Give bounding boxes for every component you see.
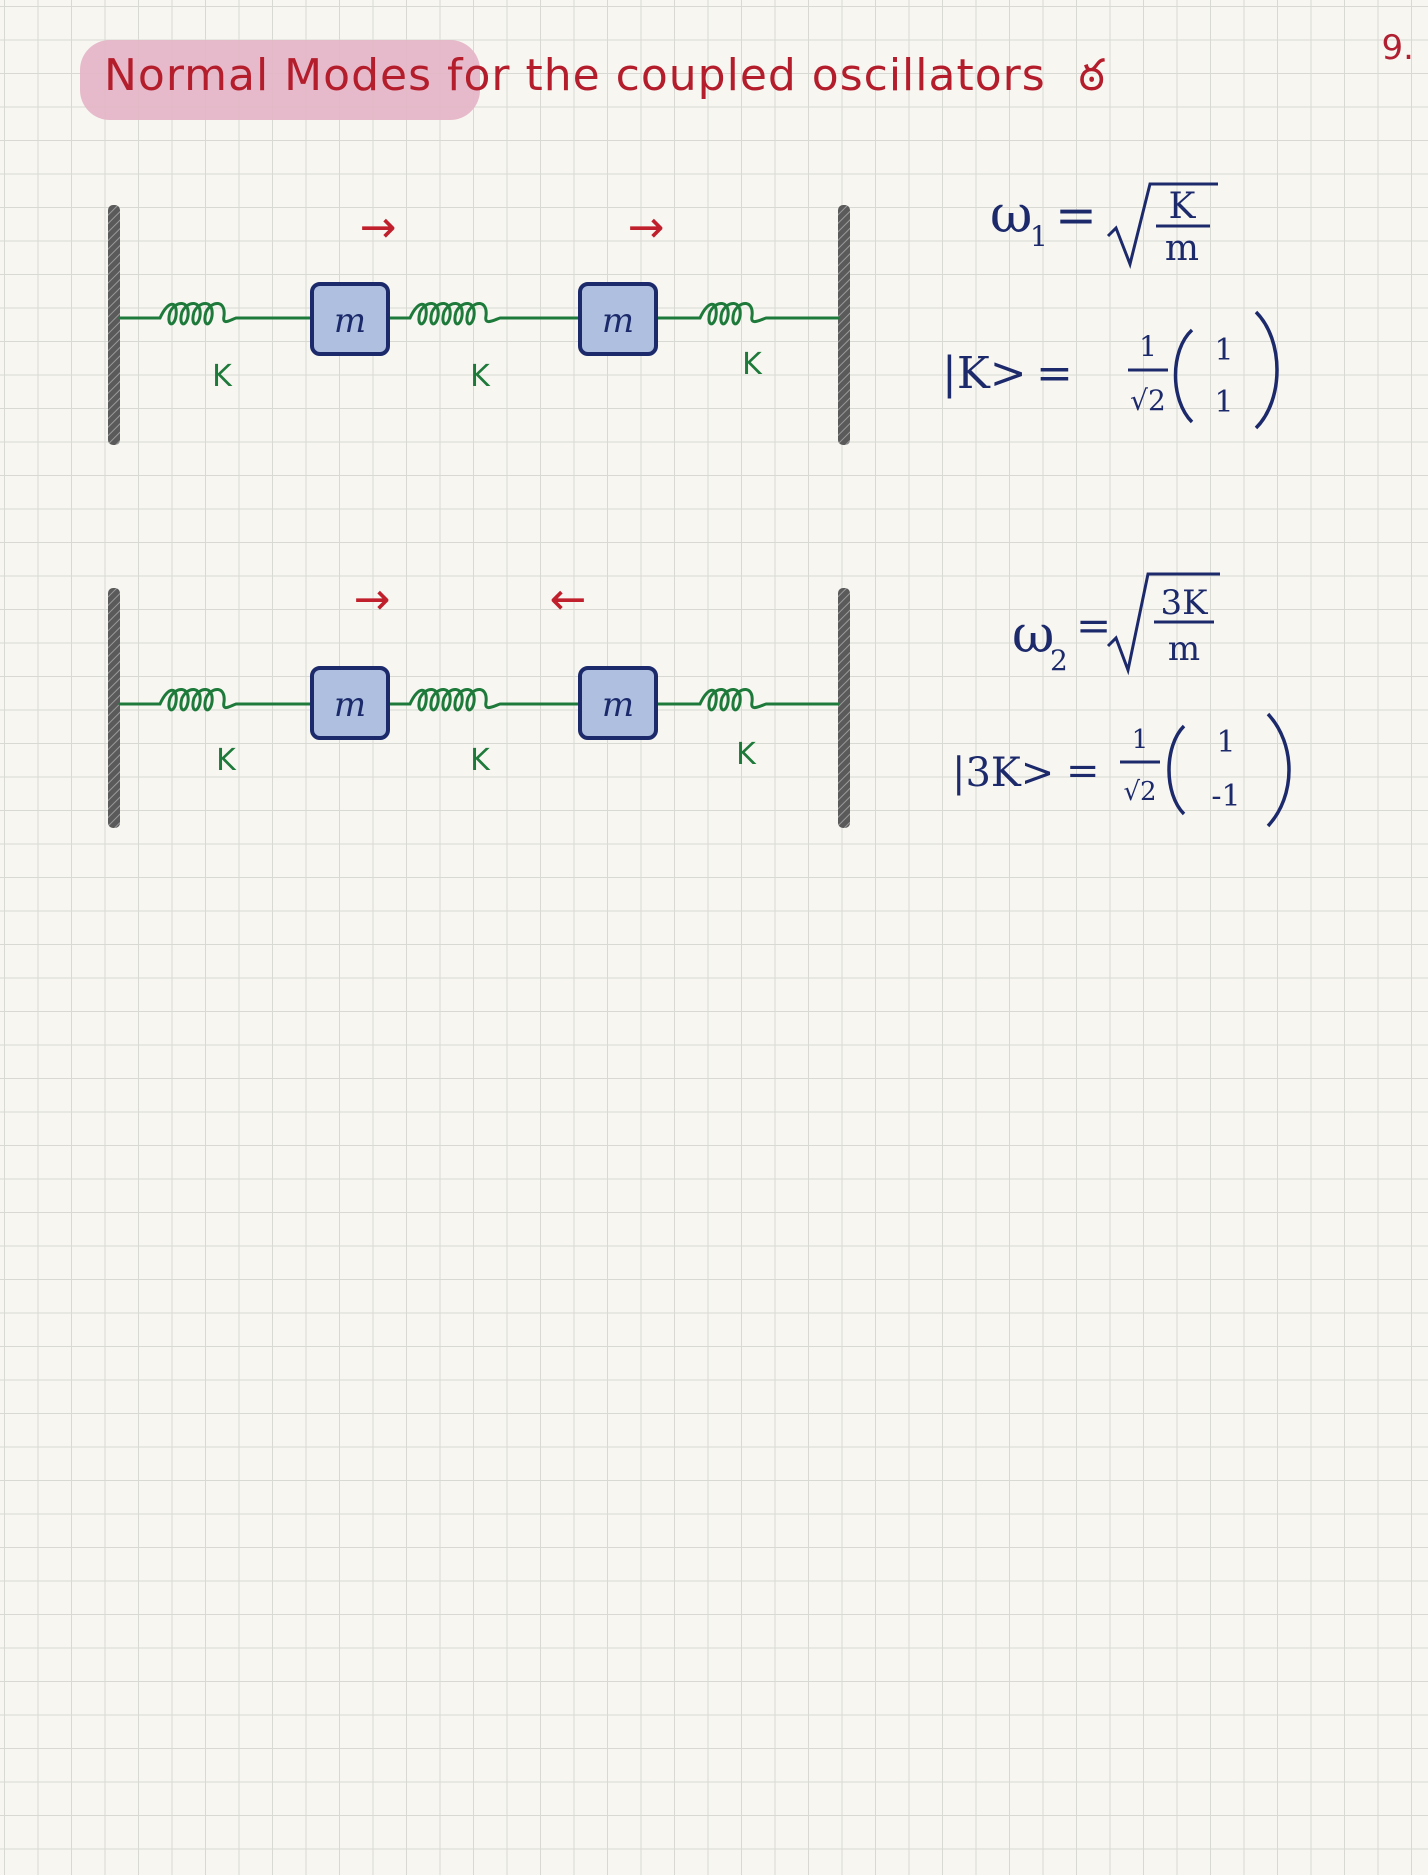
mode1-spring-left xyxy=(118,302,314,326)
mode2-ket-equals-sign: = xyxy=(1066,748,1100,794)
mode2-vector-top: 1 xyxy=(1216,725,1235,760)
mode2-spring-label-right: K xyxy=(736,737,757,772)
mode2-root-numerator: 3K xyxy=(1160,583,1208,623)
mode2-sqrt-sign xyxy=(1106,572,1220,676)
mode2-omega-subscript: 2 xyxy=(1050,644,1068,677)
mode1-mass-right xyxy=(578,282,658,356)
mode2-mass-label-right: m xyxy=(602,685,634,725)
mode2-arrow-left-right-icon: → xyxy=(354,574,391,625)
mode2-equations: ω 2 = 3K m |3K> = 1 √2 1 -1 xyxy=(952,572,1291,828)
mode2-right-wall xyxy=(838,588,850,828)
mode1-sqrt-sign xyxy=(1106,182,1218,269)
mode1-root-denominator: m xyxy=(1165,228,1199,269)
mode1-mass-left xyxy=(310,282,390,356)
mode1-vector-top: 1 xyxy=(1214,333,1233,368)
mode1-ket-equals-sign: = xyxy=(1036,348,1073,399)
mode2-mass-right xyxy=(578,666,658,740)
mode2-mass-label-left: m xyxy=(334,685,366,725)
mode1-spring-middle xyxy=(386,302,582,326)
mode1-equals-sign: = xyxy=(1055,186,1097,244)
mode2-root-denominator: m xyxy=(1168,629,1200,669)
mode2-spring-label-left: K xyxy=(216,743,237,778)
page-title: Normal Modes for the coupled oscillators… xyxy=(104,50,1106,112)
title-highlight xyxy=(80,40,480,120)
mode1-spring-right xyxy=(654,302,840,326)
mode2-coefficient-denominator: √2 xyxy=(1123,777,1156,807)
mode1-mass-label-right: m xyxy=(602,301,634,341)
mode1-spring-label-left: K xyxy=(212,359,233,394)
mode1-left-wall xyxy=(108,205,120,445)
mode2-system: m m K K K → ← xyxy=(108,574,850,828)
mode1-right-wall xyxy=(838,205,850,445)
mode1-coefficient-numerator: 1 xyxy=(1139,330,1157,363)
mode2-spring-left xyxy=(118,688,314,712)
mode2-omega-symbol: ω xyxy=(1012,605,1054,665)
mode2-spring-right xyxy=(654,688,840,712)
mode1-arrow-left-right-icon: → xyxy=(360,202,397,253)
mode1-root-numerator: K xyxy=(1169,186,1197,227)
mode1-ket: |K> xyxy=(942,348,1027,399)
mode1-spring-label-right: K xyxy=(742,347,763,382)
mode1-system: m m K K K → → xyxy=(108,202,850,445)
mode1-equations: ω 1 = K m |K> = 1 √2 1 1 xyxy=(942,182,1279,430)
page-number: 9. xyxy=(1381,28,1414,68)
mode2-spring-middle xyxy=(386,688,582,712)
mode2-vector-bottom: -1 xyxy=(1211,779,1240,814)
mode1-vector-bottom: 1 xyxy=(1214,385,1233,420)
face-emoji-icon: ఠ xyxy=(1078,50,1106,101)
mode2-arrow-right-left-icon: ← xyxy=(550,574,587,625)
mode2-mass-left xyxy=(310,666,390,740)
mode2-left-wall xyxy=(108,588,120,828)
mode1-spring-label-middle: K xyxy=(470,359,491,394)
mode2-coefficient-numerator: 1 xyxy=(1132,725,1149,755)
mode1-mass-label-left: m xyxy=(334,301,366,341)
mode1-omega-symbol: ω xyxy=(990,185,1032,245)
mode2-equals-sign: = xyxy=(1076,601,1111,650)
page-title-block: Normal Modes for the coupled oscillators… xyxy=(80,36,1230,136)
mode2-ket: |3K> xyxy=(952,750,1054,796)
page-title-text: Normal Modes for the coupled oscillators xyxy=(104,50,1046,101)
mode1-omega-subscript: 1 xyxy=(1030,220,1048,253)
mode1-coefficient-denominator: √2 xyxy=(1130,384,1166,417)
mode1-arrow-right-right-icon: → xyxy=(628,202,665,253)
mode2-spring-label-middle: K xyxy=(470,743,491,778)
